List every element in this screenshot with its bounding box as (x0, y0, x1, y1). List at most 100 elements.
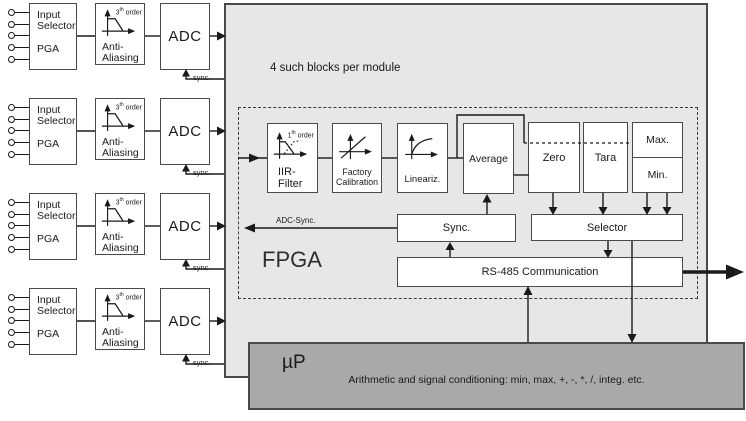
anti-aliasing-box: 3th order Anti- Aliasing (95, 288, 145, 350)
input-terminal (8, 116, 31, 123)
filter-order-label: 3th order (115, 292, 142, 302)
sync-label: sync. (193, 73, 211, 82)
average-label: Average (469, 152, 508, 165)
rs485-communication-box: RS-485 Communication (397, 257, 683, 287)
iir-response-icon (273, 132, 308, 159)
input-terminal (8, 329, 31, 336)
linearization-label: Lineariz. (404, 174, 441, 185)
linearization-curve-icon (405, 133, 438, 160)
average-box: Average (463, 123, 514, 194)
input-terminal (8, 44, 31, 51)
mcu-description: Arithmetic and signal conditioning: min,… (348, 374, 645, 386)
pga-label: PGA (37, 43, 60, 55)
input-terminal (8, 139, 31, 146)
input-terminal (8, 151, 31, 158)
calibration-curve-icon (339, 133, 372, 160)
anti-aliasing-box: 3th order Anti- Aliasing (95, 193, 145, 255)
lowpass-filter-icon (101, 294, 136, 321)
adc-box: ADC (160, 288, 210, 355)
fpga-label: FPGA (262, 247, 322, 272)
input-selector-pga-box: Input Selector PGA (29, 288, 77, 355)
anti-aliasing-label: Anti- (102, 231, 124, 243)
iir-label: IIR- (278, 166, 296, 178)
sync-label: sync. (193, 168, 211, 177)
channel-3: Input Selector PGA 3th order Anti- Alias… (0, 193, 232, 285)
sync-label: sync. (193, 358, 211, 367)
input-terminal (8, 341, 31, 348)
pga-label: PGA (37, 138, 60, 150)
factory-calibration-box: Factory Calibration (332, 123, 382, 193)
max-min-box: Max. Min. (632, 122, 683, 193)
linearization-box: Lineariz. (397, 123, 448, 193)
anti-aliasing-label: Aliasing (102, 52, 139, 64)
max-section: Max. (633, 123, 682, 158)
input-terminal (8, 32, 31, 39)
mcu-box: µP Arithmetic and signal conditioning: m… (248, 342, 745, 410)
input-terminal (8, 234, 31, 241)
factory-calibration-label: Factory Calibration (335, 167, 379, 187)
tara-box: Tara (583, 122, 628, 193)
input-terminal (8, 317, 31, 324)
input-terminal (8, 56, 31, 63)
mcu-label: µP (282, 352, 306, 373)
channel-1: Input Selector PGA 3th order Anti- Alias… (0, 3, 232, 95)
selector-label: Selector (586, 221, 628, 234)
sync-box: Sync. (397, 214, 516, 242)
selector-label: Selector (37, 20, 76, 32)
filter-order-label: 3th order (115, 102, 142, 112)
filter-order-label: 3th order (115, 197, 142, 207)
input-terminal (8, 246, 31, 253)
anti-aliasing-label: Anti- (102, 326, 124, 338)
fpga-block (238, 107, 698, 299)
anti-aliasing-label: Aliasing (102, 337, 139, 349)
max-label: Max. (646, 134, 669, 146)
pga-label: PGA (37, 328, 60, 340)
module-note: 4 such blocks per module (270, 62, 401, 74)
selector-label: Selector (37, 115, 76, 127)
input-label: Input (37, 294, 61, 306)
filter-order-label: 1th order (287, 130, 314, 140)
channel-2: Input Selector PGA 3th order Anti- Alias… (0, 98, 232, 190)
adc-sync-label: ADC-Sync. (276, 216, 316, 225)
adc-box: ADC (160, 98, 210, 165)
anti-aliasing-label: Anti- (102, 136, 124, 148)
selector-box: Selector (531, 214, 683, 241)
channel-4: Input Selector PGA 3th order Anti- Alias… (0, 288, 232, 380)
selector-label: Selector (37, 305, 76, 317)
pga-label: PGA (37, 233, 60, 245)
zero-box: Zero (528, 122, 580, 193)
rs485-label: RS-485 Communication (481, 266, 599, 278)
input-label: Input (37, 199, 61, 211)
input-terminal (8, 21, 31, 28)
anti-aliasing-label: Aliasing (102, 147, 139, 159)
min-section: Min. (633, 158, 682, 192)
filter-order-label: 3th order (115, 7, 142, 17)
input-terminal (8, 127, 31, 134)
adc-label: ADC (168, 123, 202, 140)
sync-label: sync. (193, 263, 211, 272)
selector-label: Selector (37, 210, 76, 222)
adc-label: ADC (168, 218, 202, 235)
input-terminal (8, 211, 31, 218)
zero-label: Zero (542, 151, 566, 164)
adc-label: ADC (168, 313, 202, 330)
anti-aliasing-label: Anti- (102, 41, 124, 53)
iir-label: Filter (278, 178, 303, 190)
input-label: Input (37, 9, 61, 21)
lowpass-filter-icon (101, 104, 136, 131)
anti-aliasing-box: 3th order Anti- Aliasing (95, 3, 145, 65)
input-terminal (8, 294, 31, 301)
adc-box: ADC (160, 193, 210, 260)
sync-block-label: Sync. (442, 222, 471, 234)
input-terminal (8, 104, 31, 111)
input-terminal (8, 199, 31, 206)
adc-box: ADC (160, 3, 210, 70)
lowpass-filter-icon (101, 9, 136, 36)
lowpass-filter-icon (101, 199, 136, 226)
input-selector-pga-box: Input Selector PGA (29, 193, 77, 260)
anti-aliasing-label: Aliasing (102, 242, 139, 254)
input-selector-pga-box: Input Selector PGA (29, 98, 77, 165)
min-label: Min. (647, 169, 668, 181)
anti-aliasing-box: 3th order Anti- Aliasing (95, 98, 145, 160)
